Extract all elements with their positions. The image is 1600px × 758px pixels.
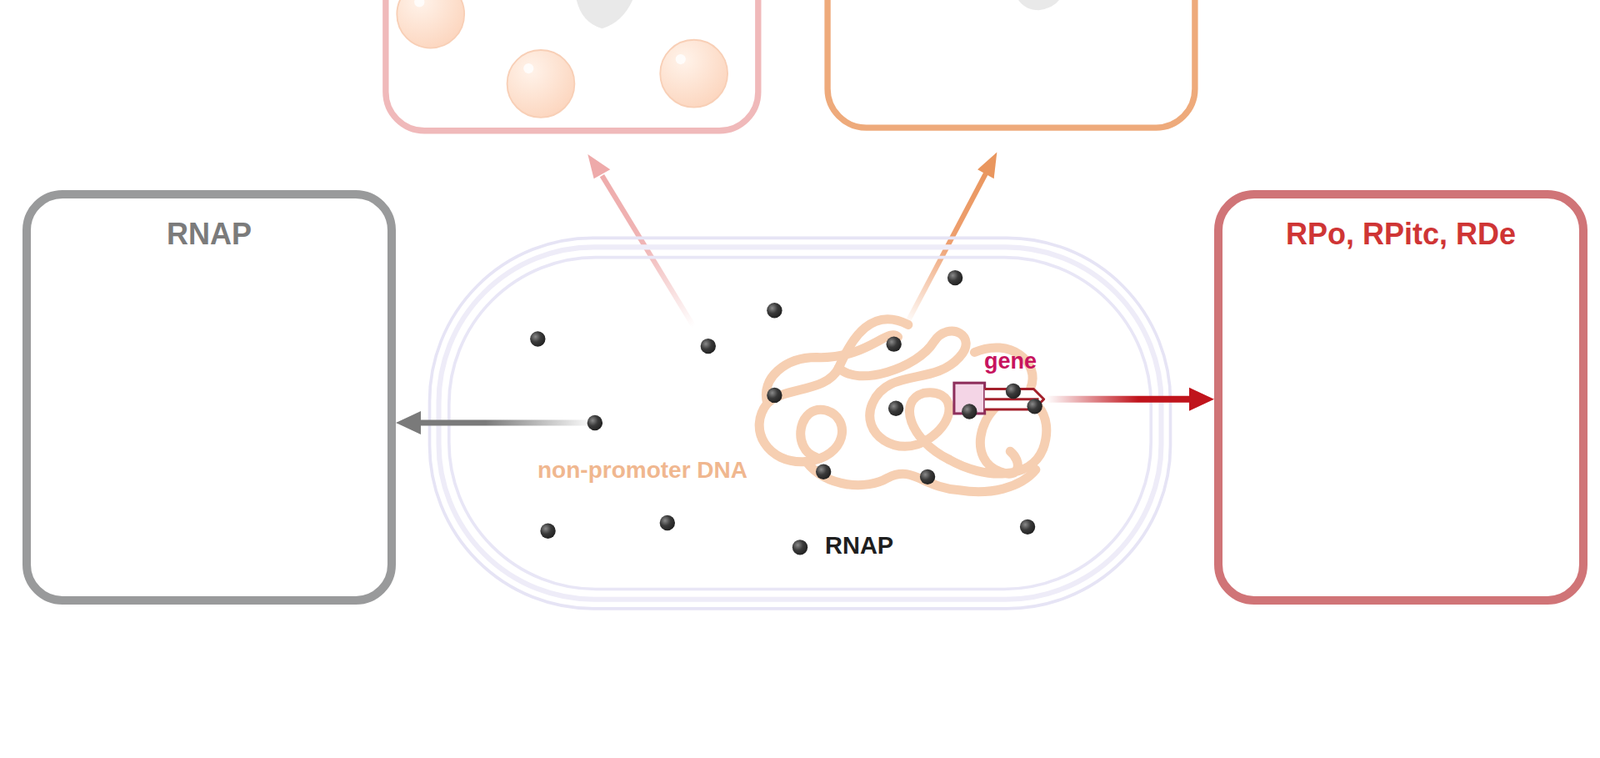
rnap-dot: [888, 400, 904, 416]
rnap-dot: [920, 469, 935, 485]
rnap-dot: [700, 338, 716, 354]
box-heading: RPo, RPitc, RDe: [1222, 216, 1580, 252]
rnap-dots: [530, 270, 1043, 555]
nucleoid-panel: [827, 0, 1195, 128]
rnap-dot: [530, 330, 545, 346]
rnap-dot: [660, 515, 675, 530]
rnap-dot: [1005, 383, 1021, 399]
rnap-dot: [947, 270, 963, 285]
rnap-dot: [766, 387, 782, 403]
cell-label: gene: [984, 348, 1037, 375]
condensate-panel: [385, 0, 759, 131]
cell-label: RNAP: [825, 531, 894, 560]
arrow-shaft: [415, 419, 595, 425]
transition-arrow: [395, 410, 595, 435]
rnap-dot: [815, 464, 831, 480]
condensate-droplet: [660, 40, 728, 108]
rnap-dot: [1020, 519, 1035, 535]
rnap-dot: [885, 335, 901, 351]
rnap-dot: [1026, 398, 1042, 414]
pink-arrow-head: [587, 154, 610, 179]
pink-arrow-shaft: [601, 175, 694, 327]
droplet-highlight: [414, 0, 425, 8]
rnap-dot: [540, 523, 555, 539]
transition-arrow: [1045, 387, 1215, 411]
condensate-droplet: [507, 50, 575, 118]
rnap-dot: [792, 539, 808, 555]
orange-arrow-head: [977, 151, 997, 179]
arrow-shaft: [1045, 395, 1195, 403]
arrow-head: [1189, 387, 1215, 411]
state-box: RNAP: [22, 190, 396, 605]
rnap-shape: [1018, 0, 1060, 10]
rnap-dot: [961, 403, 977, 419]
box-heading: RNAP: [30, 216, 388, 252]
arrow-head: [395, 410, 421, 435]
rnap-dot: [766, 302, 782, 318]
droplet-highlight: [675, 54, 686, 65]
cell-label: non-promoter DNA: [537, 456, 748, 484]
nucleoid-dna: [759, 319, 1047, 492]
cell: non-promoter DNA geneRNAP: [428, 236, 1172, 610]
state-box: RPo, RPitc, RDe: [1214, 190, 1588, 605]
droplet-highlight: [523, 63, 534, 74]
rnap-shape: [576, 0, 633, 29]
condensate-droplet: [396, 0, 465, 49]
